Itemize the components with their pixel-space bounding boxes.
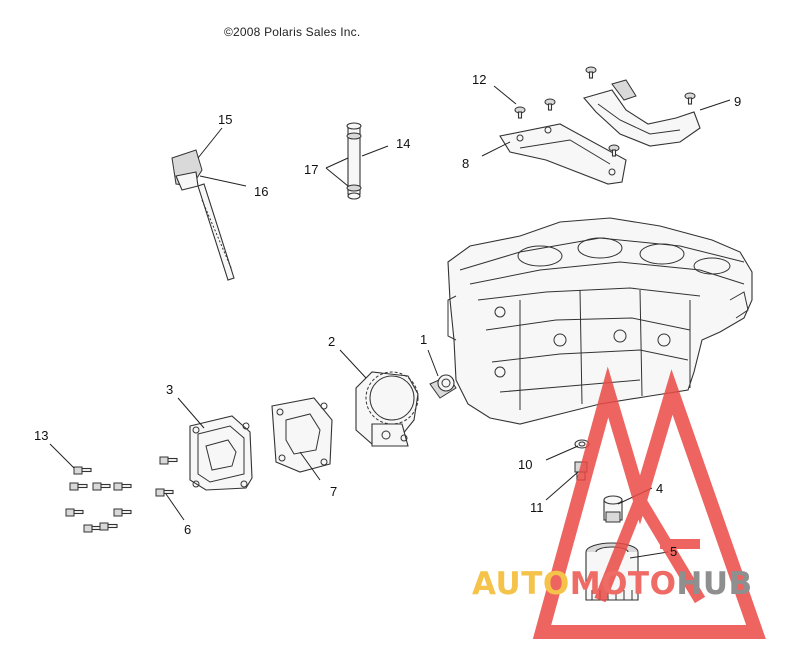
callout-2: 2 [328, 334, 335, 349]
part-bracket-8 [499, 123, 627, 185]
part-fitting-1 [429, 374, 457, 399]
watermark-auto: AUTO [472, 566, 570, 602]
watermark-text: AUTOMOTOHUB [472, 566, 753, 602]
part-oil-pump-2 [355, 371, 419, 447]
watermark-moto: MOTO [570, 566, 677, 602]
part-tube-14 [346, 122, 362, 200]
screws-12 [514, 66, 696, 157]
callouts: 1 2 3 4 5 6 7 8 9 10 11 12 13 14 15 16 1… [34, 72, 741, 559]
callout-15: 15 [218, 112, 232, 127]
callout-3: 3 [166, 382, 173, 397]
part-fitting-4 [603, 495, 623, 523]
copyright-text: ©2008 Polaris Sales Inc. [224, 25, 361, 39]
crankcase [447, 217, 753, 425]
callout-10: 10 [518, 457, 532, 472]
callout-12: 12 [472, 72, 486, 87]
callout-14: 14 [396, 136, 410, 151]
bolts-13 [65, 466, 132, 533]
part-strap-9 [583, 79, 701, 147]
callout-13: 13 [34, 428, 48, 443]
callout-7: 7 [330, 484, 337, 499]
callout-8: 8 [462, 156, 469, 171]
callout-1: 1 [420, 332, 427, 347]
leader-lines [49, 85, 731, 559]
callout-11: 11 [530, 500, 544, 515]
watermark-logo [532, 366, 766, 639]
part-dipstick-15-16 [171, 149, 235, 281]
callout-17: 17 [304, 162, 318, 177]
part-gasket-7 [271, 397, 333, 473]
part-cover-3 [189, 415, 253, 491]
callout-9: 9 [734, 94, 741, 109]
callout-5: 5 [670, 544, 677, 559]
callout-16: 16 [254, 184, 268, 199]
callout-4: 4 [656, 481, 663, 496]
bolts-6 [155, 456, 178, 497]
callout-6: 6 [184, 522, 191, 537]
watermark-hub: HUB [676, 566, 752, 602]
